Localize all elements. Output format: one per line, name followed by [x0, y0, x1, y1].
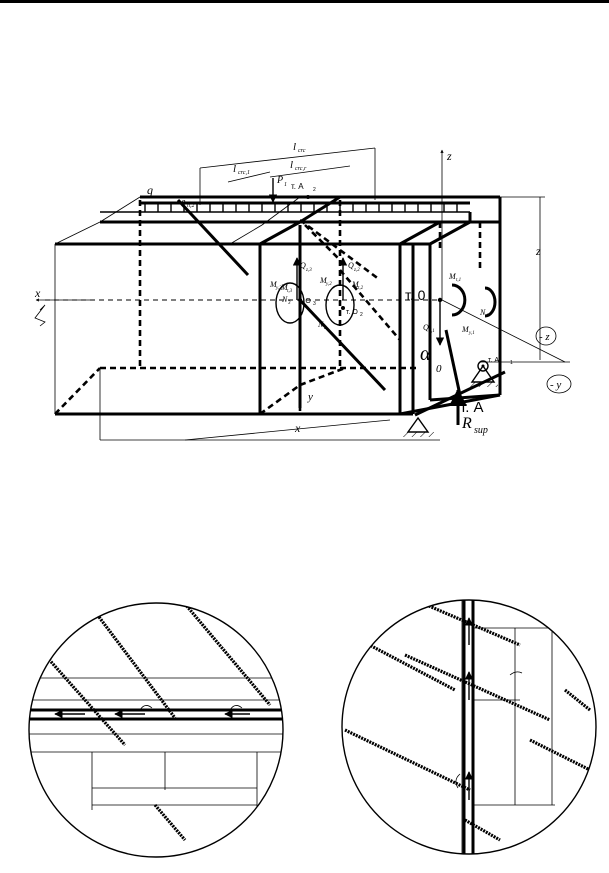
svg-text:M: M: [461, 325, 470, 334]
page-top-rule: [0, 0, 609, 3]
point-a-label: т. A: [460, 399, 484, 416]
svg-text:т. O: т. O: [299, 298, 311, 305]
svg-text:- z: - z: [539, 331, 550, 343]
svg-text:z,2: z,2: [353, 268, 360, 273]
svg-text:3: 3: [313, 301, 316, 307]
svg-text:z,3: z,3: [305, 268, 312, 273]
beam-frame: [54, 195, 502, 440]
svg-text:crc,1: crc,1: [238, 170, 250, 176]
svg-text:h,2: h,2: [187, 203, 195, 209]
crack-length-dimensions: l crc l crc,1 l crc,r e h,2: [181, 141, 376, 209]
svg-text:P: P: [276, 175, 283, 186]
svg-text:1: 1: [486, 314, 489, 319]
svg-text:x: x: [294, 421, 301, 435]
point-load-p1: P 1 т. A 2: [268, 175, 316, 203]
svg-text:crc: crc: [298, 148, 306, 154]
x-axis-label: x: [34, 286, 41, 300]
svg-text:t,2: t,2: [358, 286, 364, 291]
svg-text:2: 2: [360, 312, 363, 318]
svg-text:l: l: [233, 163, 236, 175]
svg-text:Q: Q: [348, 261, 354, 270]
svg-text:crc,r: crc,r: [295, 166, 307, 172]
svg-text:e: e: [181, 197, 186, 208]
svg-text:M: M: [280, 283, 289, 292]
svg-text:M: M: [351, 280, 360, 289]
svg-text:α: α: [420, 343, 431, 365]
z-axis-label: z: [446, 149, 452, 163]
svg-text:т. O: т. O: [346, 309, 358, 316]
coordinate-axes: z x z - z - y x y: [34, 149, 572, 441]
svg-text:1: 1: [510, 360, 513, 366]
svg-text:т. A: т. A: [291, 182, 304, 191]
svg-text:- y: - y: [550, 379, 561, 391]
svg-text:Q: Q: [300, 261, 306, 270]
detail-circle-right: [341, 599, 597, 855]
svg-text:y,3: y,3: [275, 286, 282, 291]
svg-text:M: M: [319, 276, 328, 285]
svg-text:Q: Q: [423, 323, 429, 332]
svg-text:y: y: [307, 391, 313, 403]
svg-text:y,1: y,1: [468, 331, 475, 336]
load-q-label: q: [147, 183, 153, 197]
svg-text:M: M: [448, 272, 457, 281]
svg-text:y,2: y,2: [325, 282, 332, 287]
svg-text:t,1: t,1: [456, 278, 461, 283]
svg-text:l: l: [293, 141, 296, 153]
svg-text:т. A: т. A: [488, 357, 499, 364]
support-end-forces: т. 0 M t,1 N 1 M y,1 Q z,1 α 0 т. A 1 т.…: [402, 272, 513, 437]
reaction-r-label: R: [461, 415, 472, 432]
internal-forces: Q z,3 M t,3 M y,3 N 3 т. O 3 Q z,2 M y,2…: [269, 257, 364, 408]
svg-text:N: N: [281, 295, 288, 304]
svg-text:2: 2: [324, 326, 327, 331]
svg-text:3: 3: [288, 301, 291, 306]
svg-text:l: l: [290, 159, 293, 171]
detail-circle-left: [28, 602, 284, 858]
svg-text:N: N: [479, 308, 486, 317]
svg-text:z,1: z,1: [428, 329, 435, 334]
svg-text:t,3: t,3: [287, 289, 293, 294]
svg-text:M: M: [269, 280, 278, 289]
svg-text:z: z: [535, 244, 541, 258]
distributed-load: q: [140, 183, 470, 212]
svg-text:2: 2: [313, 187, 316, 193]
svg-text:sup: sup: [474, 425, 488, 436]
svg-text:N: N: [317, 320, 324, 329]
svg-text:1: 1: [284, 182, 287, 188]
point-0-label: т. 0: [405, 287, 426, 303]
svg-text:0: 0: [436, 363, 442, 375]
